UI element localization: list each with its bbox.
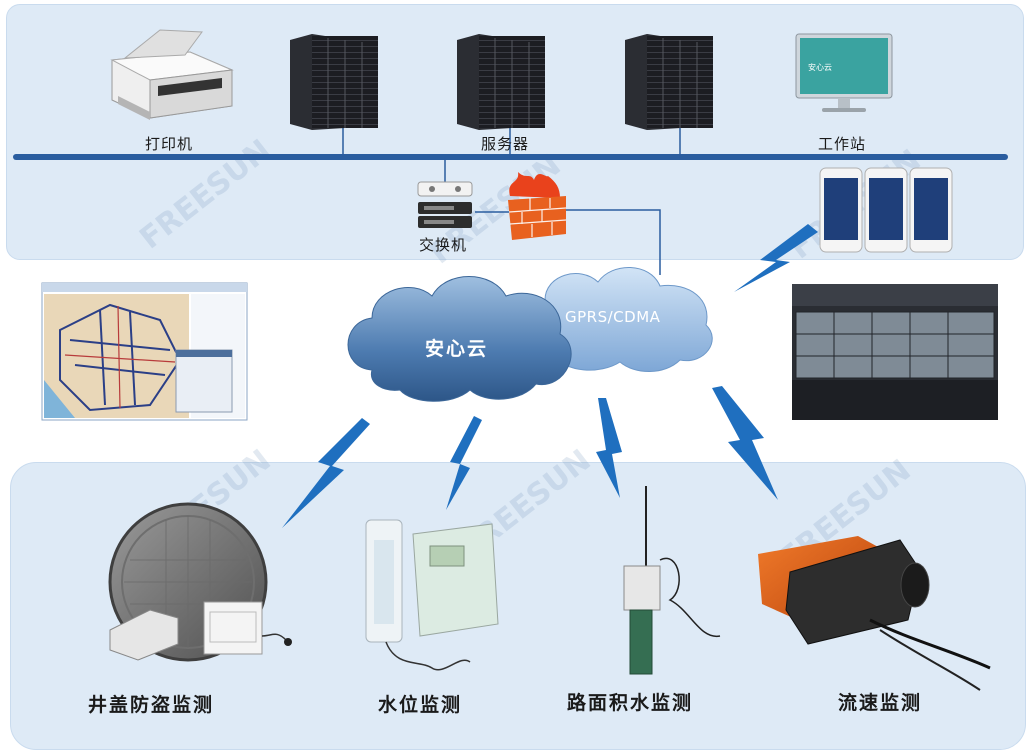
water-level-monitor-device xyxy=(365,519,499,671)
water-level-monitoring-label: 水位监测 xyxy=(378,694,463,716)
workstation-icon: 安心云 xyxy=(795,33,893,112)
main-cloud-label: 安心云 xyxy=(425,338,489,360)
main-cloud-icon xyxy=(347,276,572,402)
flow-speed-sensor-device xyxy=(758,536,991,691)
lightning-icon xyxy=(712,386,778,500)
road-water-sensor-device xyxy=(623,486,721,675)
server-icon xyxy=(625,34,713,130)
gis-map-screenshot xyxy=(41,282,248,421)
lightning-icon xyxy=(282,418,370,528)
gprs-cloud-label: GPRS/CDMA xyxy=(565,308,661,326)
gprs-cloud-icon xyxy=(525,267,713,372)
switch-label: 交换机 xyxy=(419,236,468,254)
firewall-icon xyxy=(508,172,567,240)
smartphone-icon xyxy=(864,167,908,253)
server-icon xyxy=(457,34,545,130)
lightning-icon xyxy=(734,224,818,292)
lightning-icon xyxy=(446,416,482,510)
switch-icon xyxy=(417,181,473,228)
bus-connectors xyxy=(342,125,681,275)
printer-label: 打印机 xyxy=(145,135,194,153)
video-wall-photo xyxy=(792,284,998,420)
server-icon xyxy=(290,34,378,130)
server-label: 服务器 xyxy=(481,135,530,153)
smartphone-icon xyxy=(819,167,863,253)
road-water-monitoring-label: 路面积水监测 xyxy=(567,692,694,714)
wireless-signal-group xyxy=(282,224,818,528)
manhole-monitoring-label: 井盖防盗监测 xyxy=(88,694,215,716)
flow-speed-monitoring-label: 流速监测 xyxy=(838,692,923,714)
printer-icon xyxy=(110,29,234,120)
workstation-label: 工作站 xyxy=(818,135,867,153)
manhole-monitor-device xyxy=(108,502,292,662)
workstation-screen-text: 安心云 xyxy=(808,62,832,72)
smartphone-icon xyxy=(909,167,953,253)
lightning-icon xyxy=(596,398,622,498)
